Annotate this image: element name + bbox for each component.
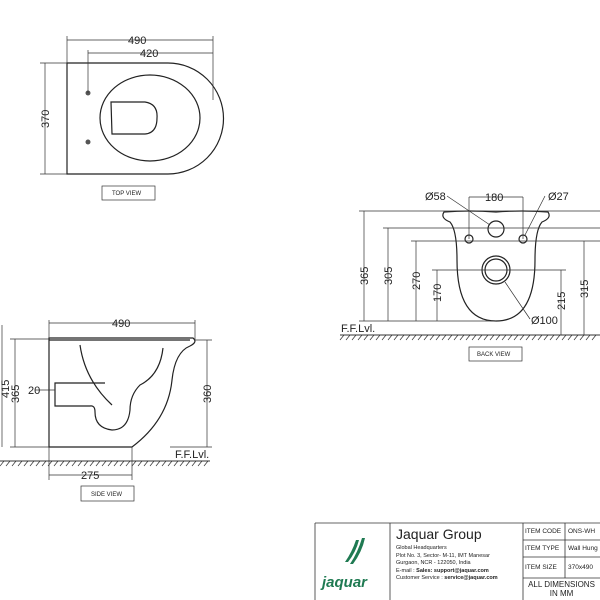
dim-180: 180 xyxy=(485,192,503,204)
dim-370: 370 xyxy=(40,110,52,128)
service-link[interactable]: service@jaquar.com xyxy=(444,575,498,582)
item-type-key: ITEM TYPE xyxy=(525,545,560,552)
side-view-label: SIDE VIEW xyxy=(91,492,122,498)
item-code-value: ONS-WH xyxy=(568,528,596,535)
dim-305: 305 xyxy=(383,267,395,285)
item-type-value: Wall Hung xyxy=(568,545,598,552)
top-view: 490 420 370 TOP VIEW xyxy=(40,35,225,201)
floor-level-side: F.F.Lvl. xyxy=(175,449,209,461)
email-link[interactable]: Sales: support@jaquar.com xyxy=(416,567,489,574)
address-line: Plot No. 3, Sector- M-11, IMT Manesar xyxy=(396,552,490,559)
dim-415: 415 xyxy=(0,380,12,398)
jaquar-logo-icon xyxy=(345,538,365,564)
service-label: Customer Service : xyxy=(396,575,445,582)
address-line: Gurgaon, NCR - 122050, India xyxy=(396,560,471,567)
dim-490-side: 490 xyxy=(112,318,130,330)
back-view: Ø58 180 Ø27 Ø100 365 305 270 170 215 315… xyxy=(339,191,600,362)
dim-490: 490 xyxy=(128,35,146,47)
top-view-label: TOP VIEW xyxy=(112,191,141,197)
dim-420: 420 xyxy=(140,48,158,60)
dim-365-side: 365 xyxy=(10,385,22,403)
jaquar-logo-text: jaquar xyxy=(322,574,368,591)
dim-270: 270 xyxy=(411,272,423,290)
email-label: E-mail : xyxy=(396,567,417,574)
side-view: 490 415 365 360 20 275 F.F.Lvl. SIDE VIE… xyxy=(0,318,214,502)
address-line: Global Headquarters xyxy=(396,545,447,551)
dim-170: 170 xyxy=(432,284,444,302)
item-size-key: ITEM SIZE xyxy=(525,564,557,571)
dim-365-back: 365 xyxy=(359,267,371,285)
floor-level-back: F.F.Lvl. xyxy=(341,323,375,335)
back-view-label: BACK VIEW xyxy=(477,352,511,358)
item-code-key: ITEM CODE xyxy=(525,528,562,535)
item-size-value: 370x490 xyxy=(568,564,593,571)
title-block xyxy=(314,522,600,600)
dim-215: 215 xyxy=(556,292,568,310)
dim-275: 275 xyxy=(81,470,99,482)
company-address: Global Headquarters Plot No. 3, Sector- … xyxy=(396,545,498,583)
dim-360: 360 xyxy=(202,385,214,403)
dim-dia-100: Ø100 xyxy=(531,315,558,327)
company-name: Jaquar Group xyxy=(396,526,482,542)
dimensions-note: ALL DIMENSIONS IN MM xyxy=(528,580,595,598)
dim-315: 315 xyxy=(579,280,591,298)
dim-dia-27: Ø27 xyxy=(548,191,569,203)
dim-dia-58: Ø58 xyxy=(425,191,446,203)
dim-20: 20 xyxy=(28,385,40,397)
